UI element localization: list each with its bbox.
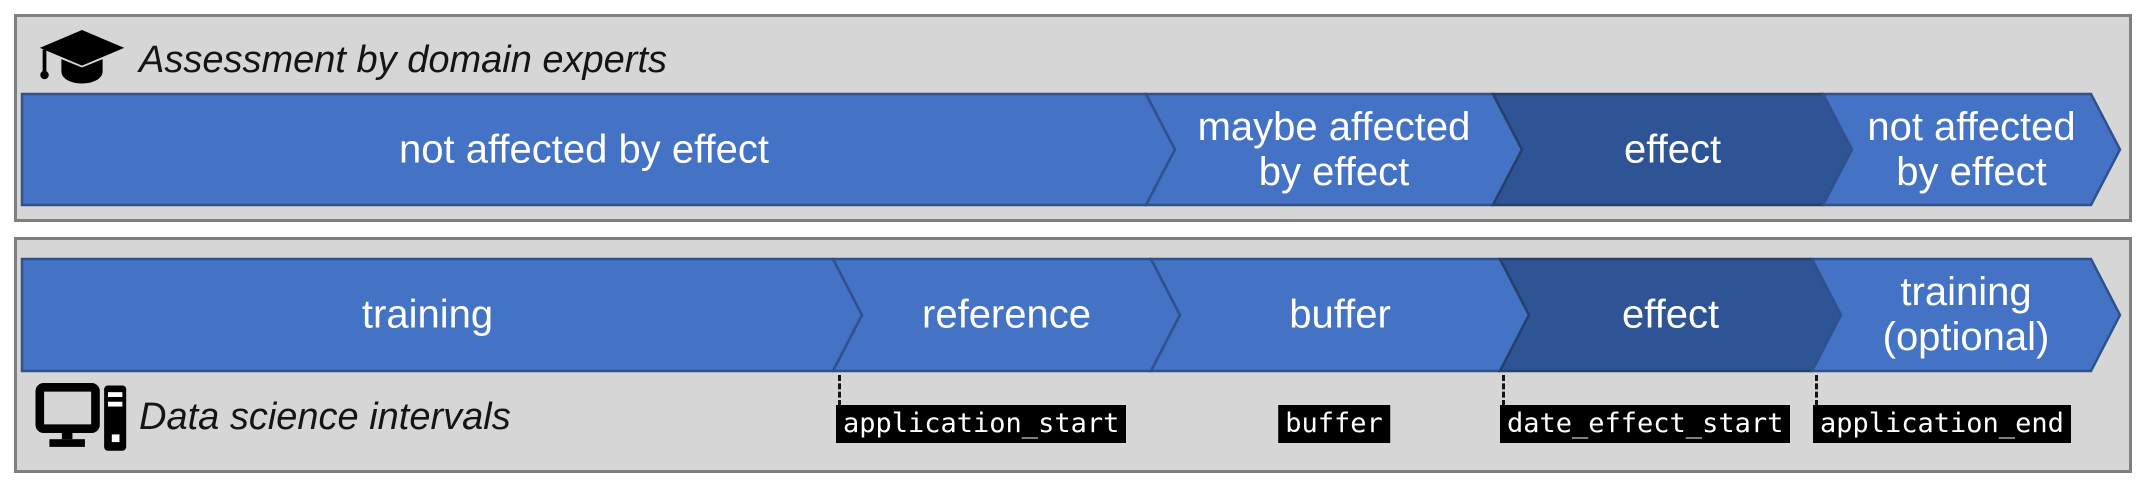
expert-panel-title: Assessment by domain experts [139,39,668,81]
milestone-dash-line [1502,375,1505,406]
ds-panel-title: Data science intervals [139,396,511,438]
bar-segment [1809,257,2122,373]
data-science-intervals-bar: training reference buffer effect training(op… [20,257,2122,373]
bar-segment-label: not affected by effect [399,126,769,171]
graduation-cap-icon [39,30,125,84]
bar-segment-label: buffer [1289,292,1391,337]
milestone-dash-line [838,375,841,406]
milestone-label-buffer: buffer [1278,405,1390,443]
data-science-panel: training reference buffer effect training(op… [14,237,2132,473]
computer-icon [35,383,127,451]
milestone-label-application_start: application_start [836,405,1127,443]
bar-segment-label: effect [1621,292,1720,337]
milestone-label-date_effect_start: date_effect_start [1500,405,1791,443]
milestone-dash-line [1815,375,1818,406]
bar-segment-label: reference [922,292,1091,337]
bar-segment-label: training(optional) [1882,269,2050,359]
bar-segment-label: training [361,292,494,337]
expert-assessment-panel: Assessment by domain experts not affecte… [14,14,2132,222]
bar-segment [1820,92,2122,207]
bar-segment-label: effect [1623,126,1722,171]
milestone-label-application_end: application_end [1813,405,2071,443]
